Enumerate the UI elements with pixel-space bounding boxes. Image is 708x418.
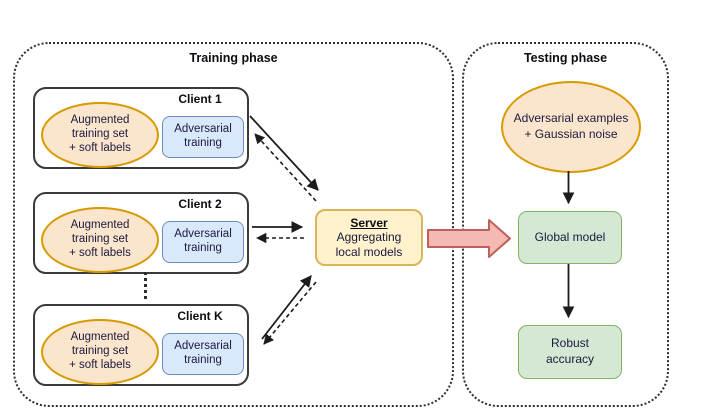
- robust-accuracy-box: Robust accuracy: [518, 325, 622, 379]
- server-title: Server: [350, 216, 388, 231]
- testing-phase-title: Testing phase: [523, 51, 608, 65]
- client-1-adversarial-training-box: Adversarial training: [162, 116, 244, 158]
- server-subtitle: Aggregating local models: [335, 230, 403, 259]
- client-k-dataset-ellipse: Augmented training set + soft labels: [41, 319, 159, 385]
- client-k-label: Client K: [177, 309, 223, 323]
- client-k-adversarial-training-box: Adversarial training: [162, 333, 244, 375]
- client-2-dataset-ellipse: Augmented training set + soft labels: [41, 207, 159, 273]
- client-2-box: Client 2 Augmented training set + soft l…: [33, 192, 249, 274]
- training-phase-title: Training phase: [189, 51, 278, 65]
- client-2-label: Client 2: [178, 197, 222, 211]
- client-1-label: Client 1: [178, 92, 222, 106]
- client-2-adversarial-training-box: Adversarial training: [162, 221, 244, 263]
- server-box: Server Aggregating local models: [315, 209, 423, 266]
- client-1-box: Client 1 Augmented training set + soft l…: [33, 87, 249, 169]
- client-k-box: Client K Augmented training set + soft l…: [33, 304, 249, 386]
- more-clients-ellipsis: [144, 272, 147, 299]
- client-1-dataset-ellipse: Augmented training set + soft labels: [41, 102, 159, 168]
- global-model-box: Global model: [518, 211, 622, 264]
- adversarial-examples-ellipse: Adversarial examples + Gaussian noise: [501, 81, 641, 173]
